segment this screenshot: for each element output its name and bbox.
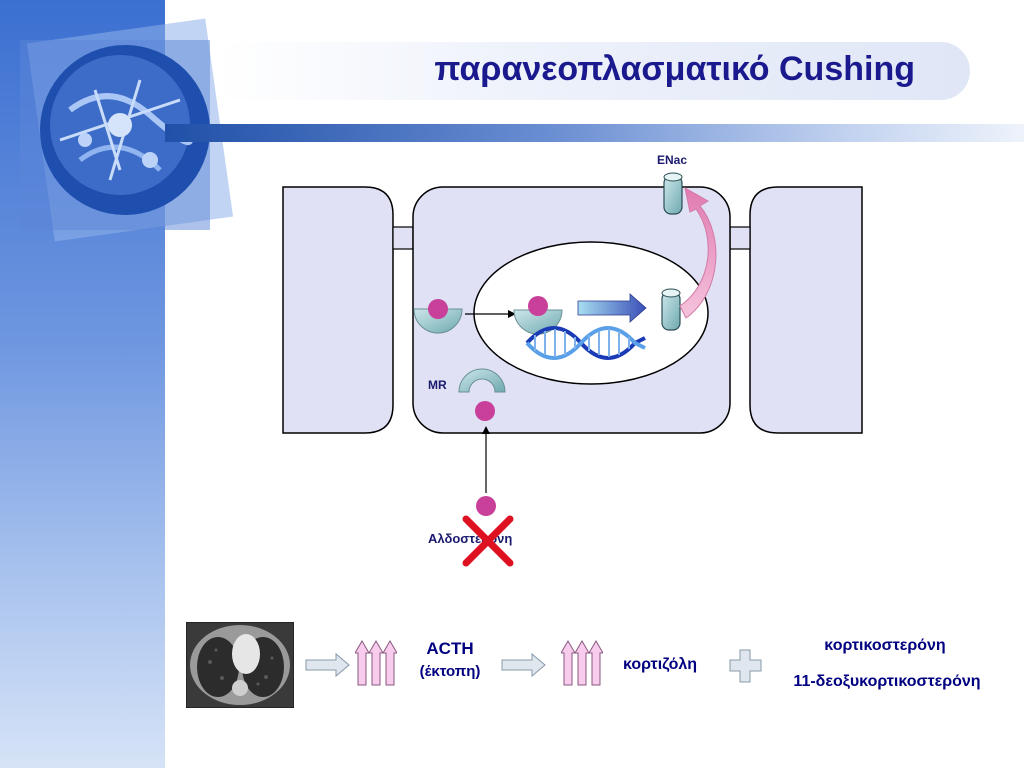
enac-label: ENac [657,153,688,167]
trafficking-arrow [679,187,717,319]
blocked-cross-icon [462,515,514,567]
aldosterone-ligand [476,496,496,516]
enac-channel-membrane [663,172,683,215]
acth-ectopic-label: (έκτοπη) [419,663,481,680]
corticosterone-label: κορτικοστερόνη [824,637,946,654]
deoxycorticosterone-label: 11-δεοξυκορτικοστερόνη [793,673,981,690]
pathway-arrow-1 [305,652,350,678]
ligand-entering [475,401,495,421]
lung-ct-image [186,622,294,708]
title-background [215,42,970,100]
triple-up-arrow-acth-icon [355,640,397,686]
plus-icon [729,649,762,683]
acth-label: ACTH [426,639,474,658]
cortisol-label: κορτιζόλη [622,656,698,673]
page-title: παρανεοπλασματικό Cushing [434,50,915,88]
triple-up-arrow-cortisol-icon [561,640,603,686]
cell-diagram [282,172,863,516]
dna-helix-icon [525,326,646,360]
left-neighbor-cell [282,186,394,434]
mr-receptor-free [458,368,506,393]
enac-channel-nuclear [661,288,681,331]
pathway-arrow-2 [501,652,546,678]
transcription-arrow [577,293,647,323]
mr-label: MR [428,378,447,392]
neuron-decor-image [20,18,234,242]
right-tight-junction [729,226,751,250]
right-neighbor-cell [749,186,863,434]
mr-receptor-bound-left [413,308,463,334]
ligand-bound-nuclear [528,296,548,316]
ligand-bound-left [428,299,448,319]
title-underline-bar [165,124,1024,142]
left-decor-band [0,0,234,768]
left-tight-junction [392,226,414,250]
